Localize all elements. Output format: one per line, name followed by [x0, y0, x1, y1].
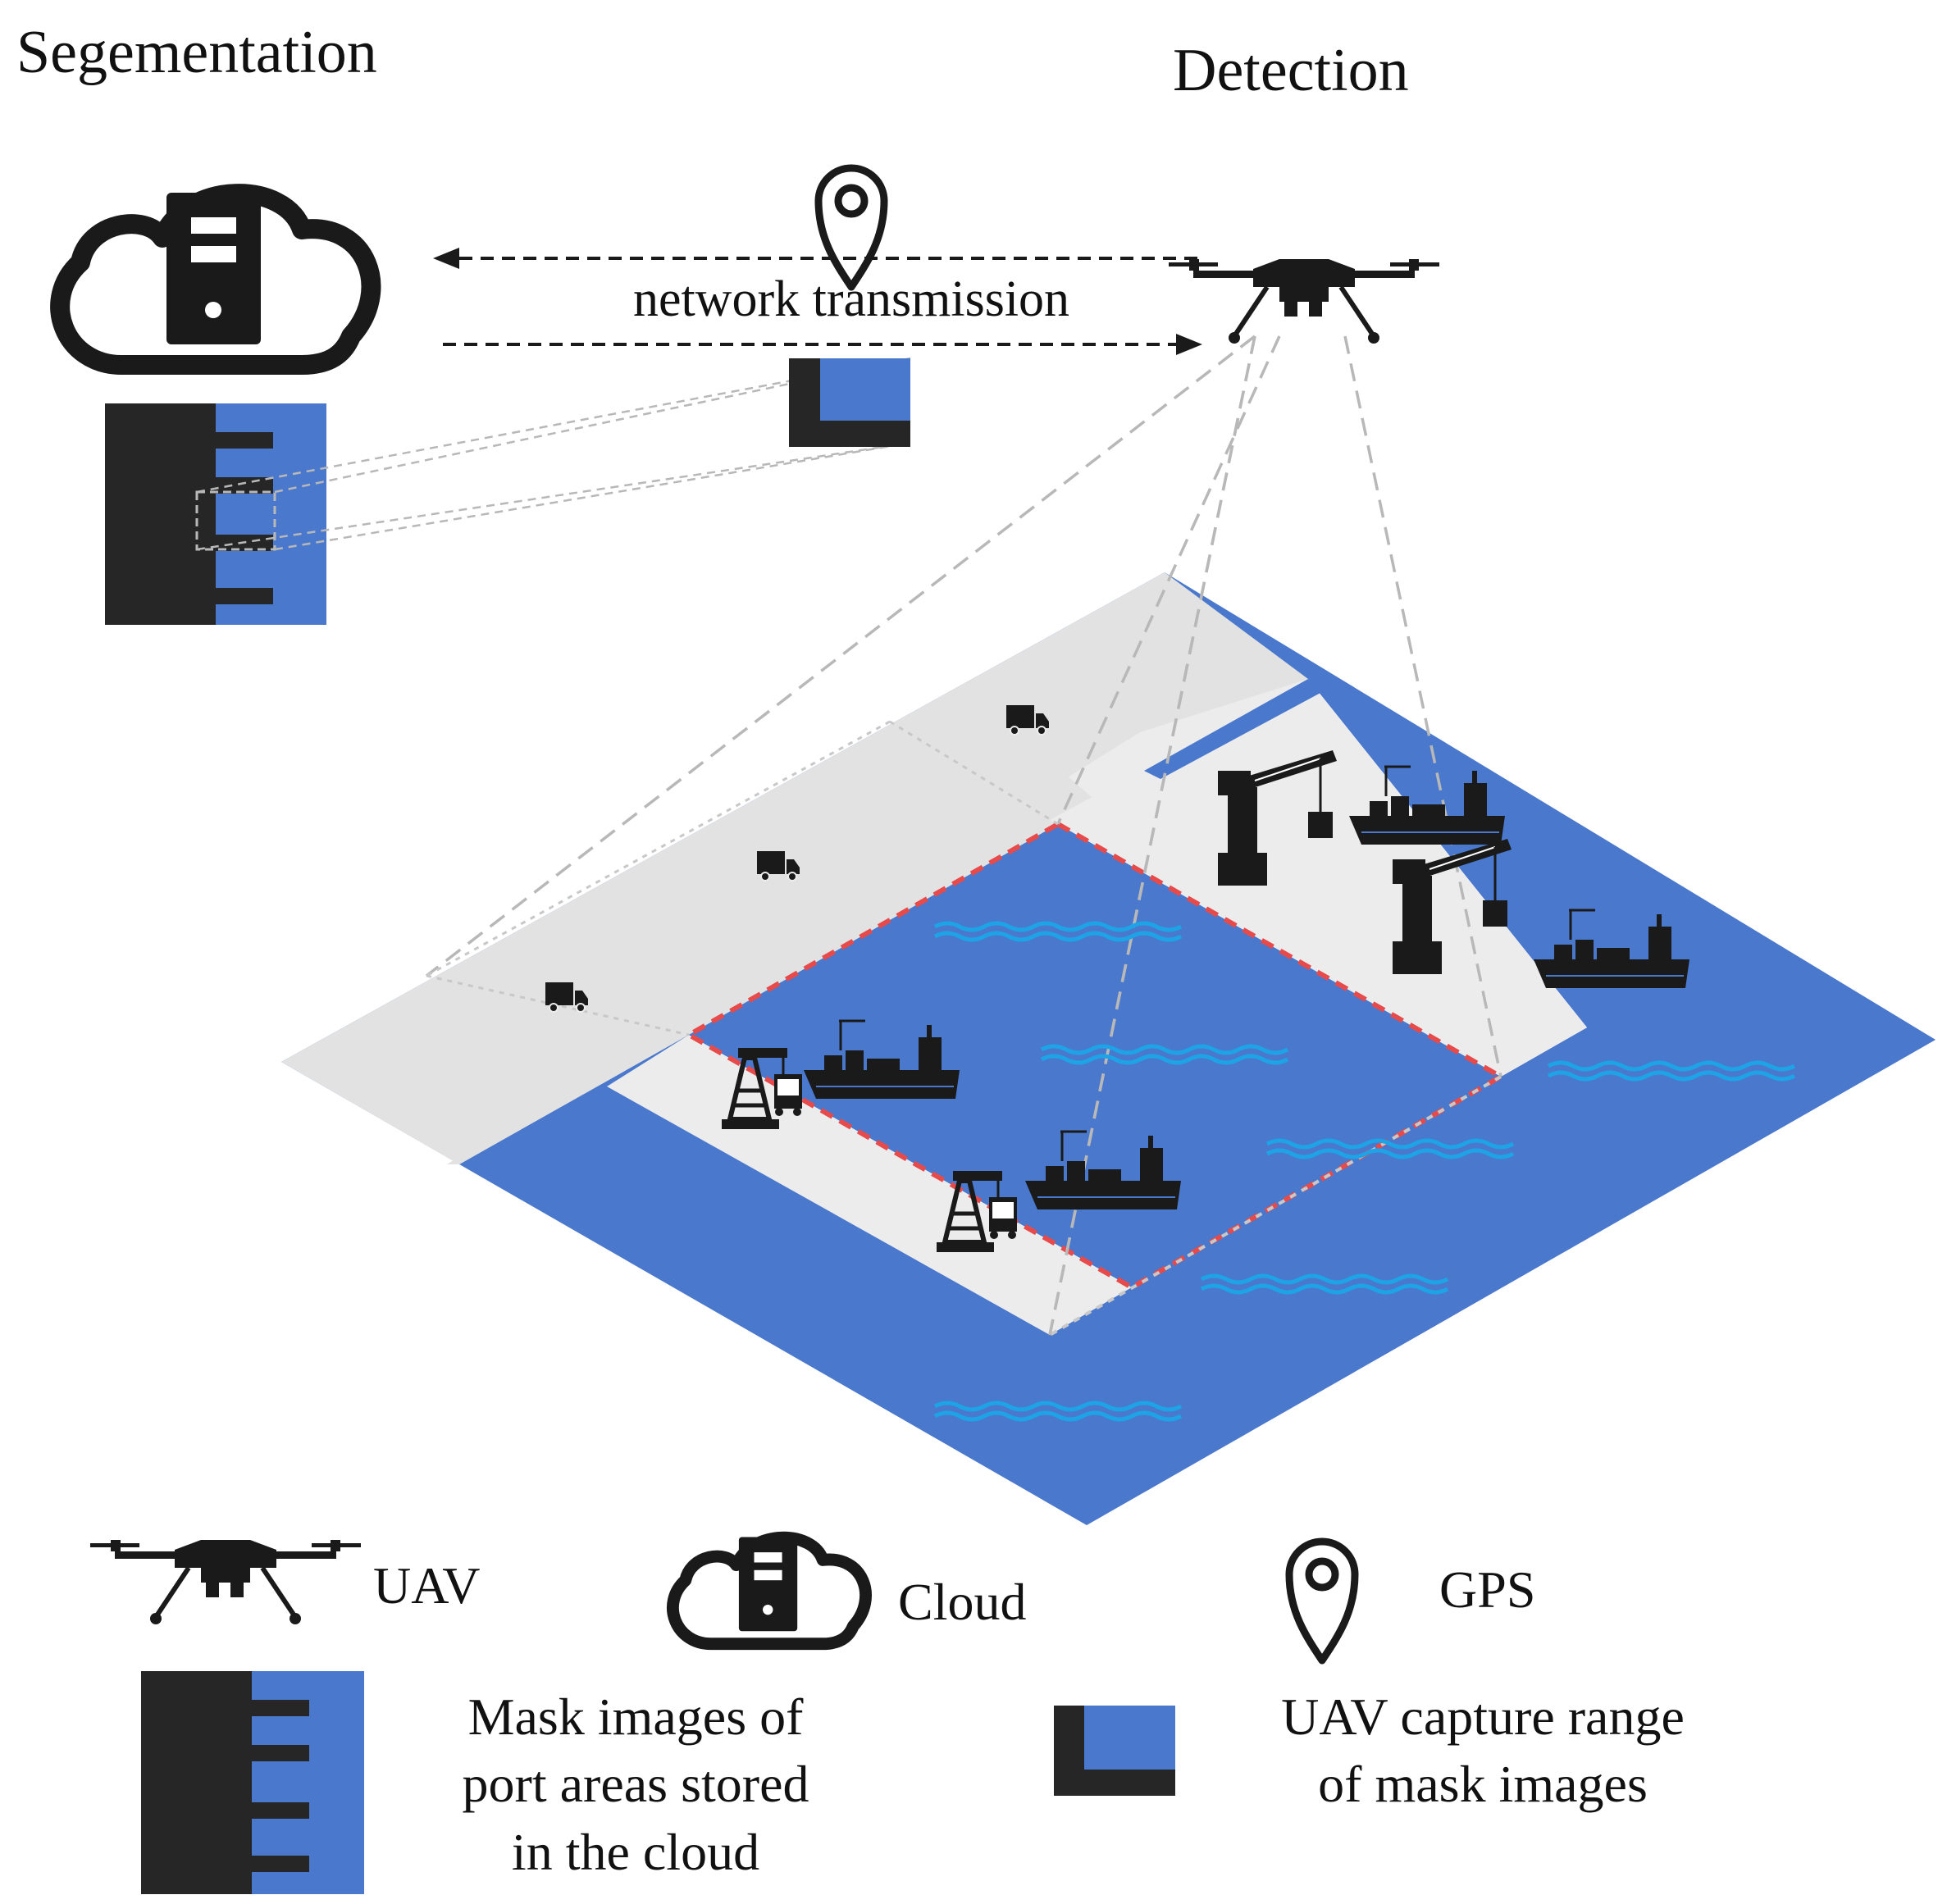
mask-image-cloud — [105, 403, 326, 625]
legend: UAV Cloud GPS Mask images of port areas … — [90, 1537, 1685, 1894]
gps-pin-icon — [1289, 1542, 1355, 1660]
legend-capture-range — [1054, 1706, 1175, 1796]
legend-mask-line-3: in the cloud — [512, 1823, 759, 1881]
legend-mask-image — [141, 1671, 364, 1894]
legend-mask-line-2: port areas stored — [463, 1755, 809, 1813]
legend-range-line-1: UAV capture range — [1281, 1688, 1685, 1746]
segmentation-title: Segementation — [16, 19, 377, 86]
gps-pin-icon — [818, 168, 884, 287]
cloud-server-icon — [60, 193, 371, 365]
legend-uav-label: UAV — [373, 1556, 480, 1615]
network-transmission-label: network transmission — [633, 271, 1069, 327]
uav-icon — [90, 1540, 361, 1624]
legend-gps-label: GPS — [1439, 1560, 1535, 1619]
capture-edge — [1049, 1075, 1502, 1337]
cloud-server-icon — [673, 1537, 865, 1644]
uav-icon — [1169, 259, 1439, 344]
capture-range-patch — [789, 358, 910, 447]
legend-mask-line-1: Mask images of — [468, 1688, 805, 1746]
legend-range-line-2: of mask images — [1318, 1755, 1648, 1813]
detection-title: Detection — [1173, 37, 1409, 104]
grid-lines — [426, 720, 1059, 1036]
legend-cloud-label: Cloud — [898, 1573, 1026, 1631]
network-arrows — [433, 248, 1202, 355]
capture-range-outline — [683, 821, 1507, 1291]
